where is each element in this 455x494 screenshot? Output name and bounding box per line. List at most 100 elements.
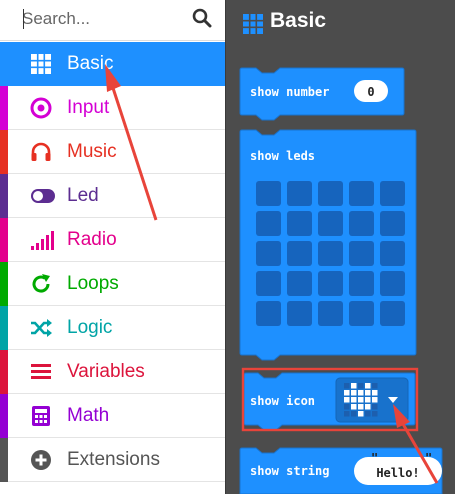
list-icon: [31, 364, 51, 379]
led-grid: [256, 181, 405, 326]
led-cell[interactable]: [287, 211, 312, 236]
category-color-bar: [0, 174, 8, 218]
led-cell[interactable]: [318, 181, 343, 206]
heart-pixel: [344, 411, 350, 417]
heart-pixel: [372, 411, 378, 417]
open-quote: ": [371, 451, 378, 465]
heart-pixel: [365, 411, 371, 417]
string-value: Hello!: [376, 466, 419, 480]
category-logic[interactable]: Logic: [0, 306, 225, 350]
category-variables[interactable]: Variables: [0, 350, 225, 394]
refresh-icon: [32, 274, 50, 293]
category-led[interactable]: Led: [0, 174, 225, 218]
category-label: Variables: [67, 361, 145, 382]
toolbox: Basic Input Music Led: [0, 0, 225, 494]
search-input[interactable]: [22, 6, 182, 32]
block-label: show leds: [250, 149, 315, 163]
category-loops[interactable]: Loops: [0, 262, 225, 306]
led-cell[interactable]: [349, 301, 374, 326]
led-cell[interactable]: [256, 211, 281, 236]
category-label: Music: [67, 141, 117, 162]
category-color-bar: [0, 394, 8, 438]
led-cell[interactable]: [380, 181, 405, 206]
heart-pixel: [358, 383, 364, 389]
led-cell[interactable]: [380, 301, 405, 326]
led-cell[interactable]: [318, 301, 343, 326]
led-cell[interactable]: [287, 181, 312, 206]
block-label: show string: [250, 464, 329, 478]
led-cell[interactable]: [256, 181, 281, 206]
led-cell[interactable]: [318, 211, 343, 236]
number-input[interactable]: [354, 80, 388, 102]
calculator-icon: [32, 406, 50, 426]
category-math[interactable]: Math: [0, 394, 225, 438]
category-music[interactable]: Music: [0, 130, 225, 174]
category-color-bar: [0, 262, 8, 306]
category-input[interactable]: Input: [0, 86, 225, 130]
led-cell[interactable]: [318, 241, 343, 266]
flyout-title: Basic: [270, 9, 327, 32]
search-icon[interactable]: [192, 8, 212, 28]
heart-pixel: [358, 404, 364, 410]
category-label: Extensions: [67, 449, 160, 470]
category-radio[interactable]: Radio: [0, 218, 225, 262]
shuffle-icon: [31, 319, 52, 337]
heart-pixel: [344, 383, 350, 389]
heart-pixel: [351, 383, 357, 389]
heart-pixel: [372, 397, 378, 403]
led-cell[interactable]: [349, 181, 374, 206]
led-cell[interactable]: [380, 241, 405, 266]
toggle-icon: [31, 189, 55, 203]
heart-pixel: [372, 404, 378, 410]
category-color-bar: [0, 306, 8, 350]
category-label: Loops: [67, 273, 119, 294]
category-label: Input: [67, 97, 110, 118]
category-color-bar: [0, 350, 8, 394]
block-flyout: Basic show number 0 show leds show icon: [225, 0, 455, 494]
signal-bars-icon: [31, 231, 54, 250]
heart-pixel: [358, 397, 364, 403]
show-icon-block[interactable]: show icon: [241, 367, 419, 432]
heart-pixel: [344, 404, 350, 410]
show-number-block[interactable]: show number 0: [239, 67, 405, 121]
highlight-box: [241, 367, 419, 432]
heart-pixel: [372, 383, 378, 389]
heart-pixel: [351, 390, 357, 396]
heart-pixel: [365, 390, 371, 396]
heart-pixel: [365, 404, 371, 410]
led-cell[interactable]: [349, 271, 374, 296]
block-label: show number: [250, 85, 329, 99]
category-extensions[interactable]: Extensions: [0, 438, 225, 482]
category-color-bar: [0, 130, 8, 174]
category-label: Led: [67, 185, 99, 206]
show-leds-block[interactable]: show leds: [239, 129, 417, 361]
record-icon: [30, 97, 52, 119]
category-color-bar: [0, 438, 8, 482]
led-cell[interactable]: [380, 271, 405, 296]
heart-pixel: [372, 390, 378, 396]
category-label: Radio: [67, 229, 117, 250]
led-cell[interactable]: [256, 271, 281, 296]
category-label: Logic: [67, 317, 113, 338]
triangle-down-icon[interactable]: [388, 397, 398, 403]
close-quote: ": [425, 451, 432, 465]
heart-pixel: [344, 390, 350, 396]
category-basic[interactable]: Basic: [0, 42, 225, 86]
led-cell[interactable]: [287, 271, 312, 296]
heart-pixel: [351, 404, 357, 410]
heart-pixel: [351, 397, 357, 403]
headphones-icon: [31, 142, 51, 161]
led-cell[interactable]: [287, 241, 312, 266]
show-string-block[interactable]: show string " Hello! ": [239, 447, 443, 494]
led-cell[interactable]: [349, 211, 374, 236]
heart-pixel: [365, 383, 371, 389]
led-cell[interactable]: [349, 241, 374, 266]
led-cell[interactable]: [287, 301, 312, 326]
led-cell[interactable]: [380, 211, 405, 236]
search-box: [0, 0, 225, 41]
led-cell[interactable]: [318, 271, 343, 296]
category-color-bar: [0, 42, 8, 86]
block-label: show icon: [250, 394, 315, 408]
led-cell[interactable]: [256, 241, 281, 266]
led-cell[interactable]: [256, 301, 281, 326]
